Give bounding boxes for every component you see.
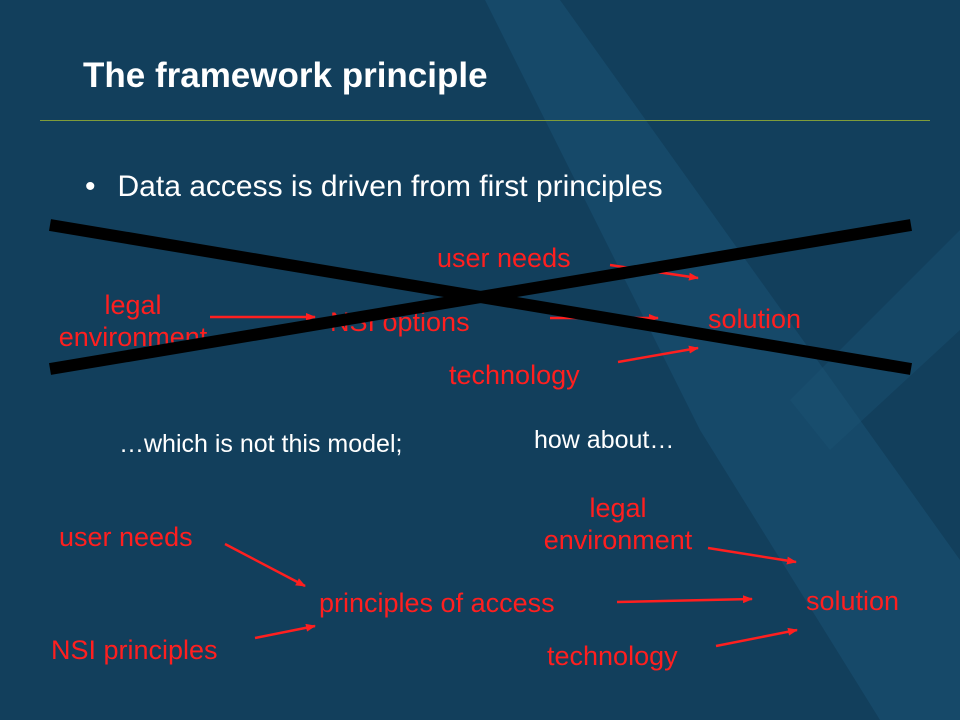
old-arrow-technology-to-solution [617,345,699,364]
old-legal-line1: legal [104,290,162,320]
bullet-text: Data access is driven from first princip… [117,170,663,203]
new-arrow-technology-to-solution [715,627,798,648]
cross-line-2 [49,219,912,375]
new-nsi-principles: NSI principles [51,635,218,665]
title-divider [40,120,930,121]
bullet-item: • Data access is driven from first princi… [85,170,663,204]
new-legal-environment: legal environment [530,492,706,556]
new-arrow-userneeds-to-principles [224,542,306,588]
bullet-dot-icon: • [85,170,96,203]
new-solution: solution [806,586,900,616]
new-user-needs: user needs [59,522,193,552]
new-technology: technology [547,641,678,671]
new-legal-line2: environment [543,525,693,555]
new-arrow-principles-to-solution [616,595,753,604]
new-arrow-nsi-to-principles [254,623,316,640]
how-about-text: how about… [534,426,675,454]
slide-title: The framework principle [83,56,488,95]
old-user-needs: user needs [437,243,571,273]
new-arrow-legal-to-solution [707,546,797,565]
old-technology: technology [449,360,580,390]
not-this-model-text: …which is not this model; [119,430,403,458]
new-principles-of-access: principles of access [319,588,555,618]
old-solution: solution [708,304,802,334]
new-legal-line1: legal [589,493,647,523]
